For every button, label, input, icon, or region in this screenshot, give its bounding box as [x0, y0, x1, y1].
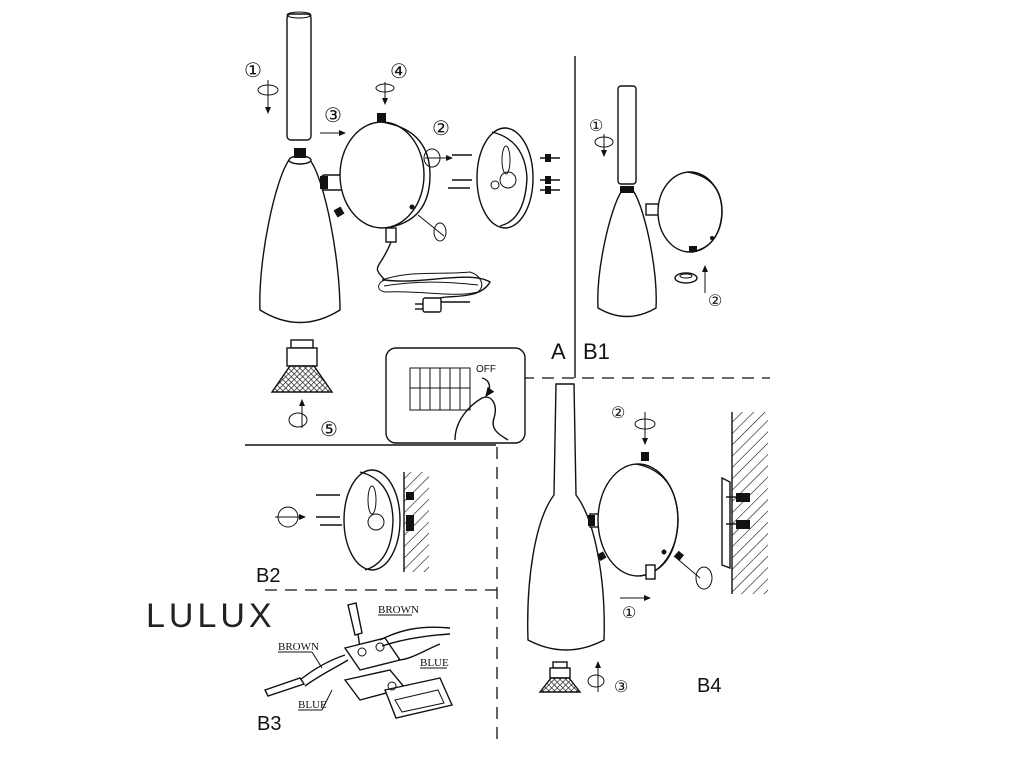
wall-plug-icon — [540, 154, 560, 194]
b1-step-1: ① — [589, 118, 603, 135]
wire-brown-left: BROWN — [278, 641, 319, 653]
wire-blue-right: BLUE — [420, 657, 449, 669]
lamp-tube — [286, 13, 312, 141]
panel-b3: BROWN BROWN BLUE BLUE B3 — [257, 602, 453, 735]
wire-brown-right: BROWN — [378, 604, 419, 616]
mounting-bracket — [476, 127, 534, 229]
b4-step-2: ② — [611, 405, 625, 422]
panel-b4: ② ① ③ B4 — [527, 383, 768, 697]
panel-a-label: A — [551, 339, 566, 364]
b4-step-3: ③ — [614, 679, 628, 696]
panel-a-lamp-assembly: ① ② ③ ④ ⑤ OFF A — [244, 11, 566, 444]
step-3: ③ — [324, 105, 342, 127]
step-5: ⑤ — [320, 419, 338, 441]
off-label: OFF — [476, 364, 496, 375]
b4-step-1: ① — [622, 605, 636, 622]
panel-b2-label: B2 — [256, 565, 280, 587]
gu10-bulb-icon — [538, 661, 582, 693]
panel-dividers — [245, 56, 770, 740]
lamp-shade — [259, 159, 341, 324]
brand-logo: LULUX — [146, 597, 276, 635]
wall-plate — [339, 121, 425, 229]
panel-b2: B2 — [256, 469, 429, 587]
panel-b1: ① ② B1 — [583, 85, 723, 364]
step-1: ① — [244, 60, 262, 82]
panel-b4-label: B4 — [697, 675, 721, 697]
panel-b1-label: B1 — [583, 339, 610, 364]
panel-b3-label: B3 — [257, 713, 281, 735]
b1-step-2: ② — [708, 293, 722, 310]
step-4: ④ — [390, 61, 408, 83]
step-2: ② — [432, 118, 450, 140]
safety-switch-box — [385, 347, 526, 444]
wire-blue-left: BLUE — [298, 699, 327, 711]
gu10-bulb-icon — [270, 339, 334, 393]
plug-icon — [422, 297, 442, 313]
